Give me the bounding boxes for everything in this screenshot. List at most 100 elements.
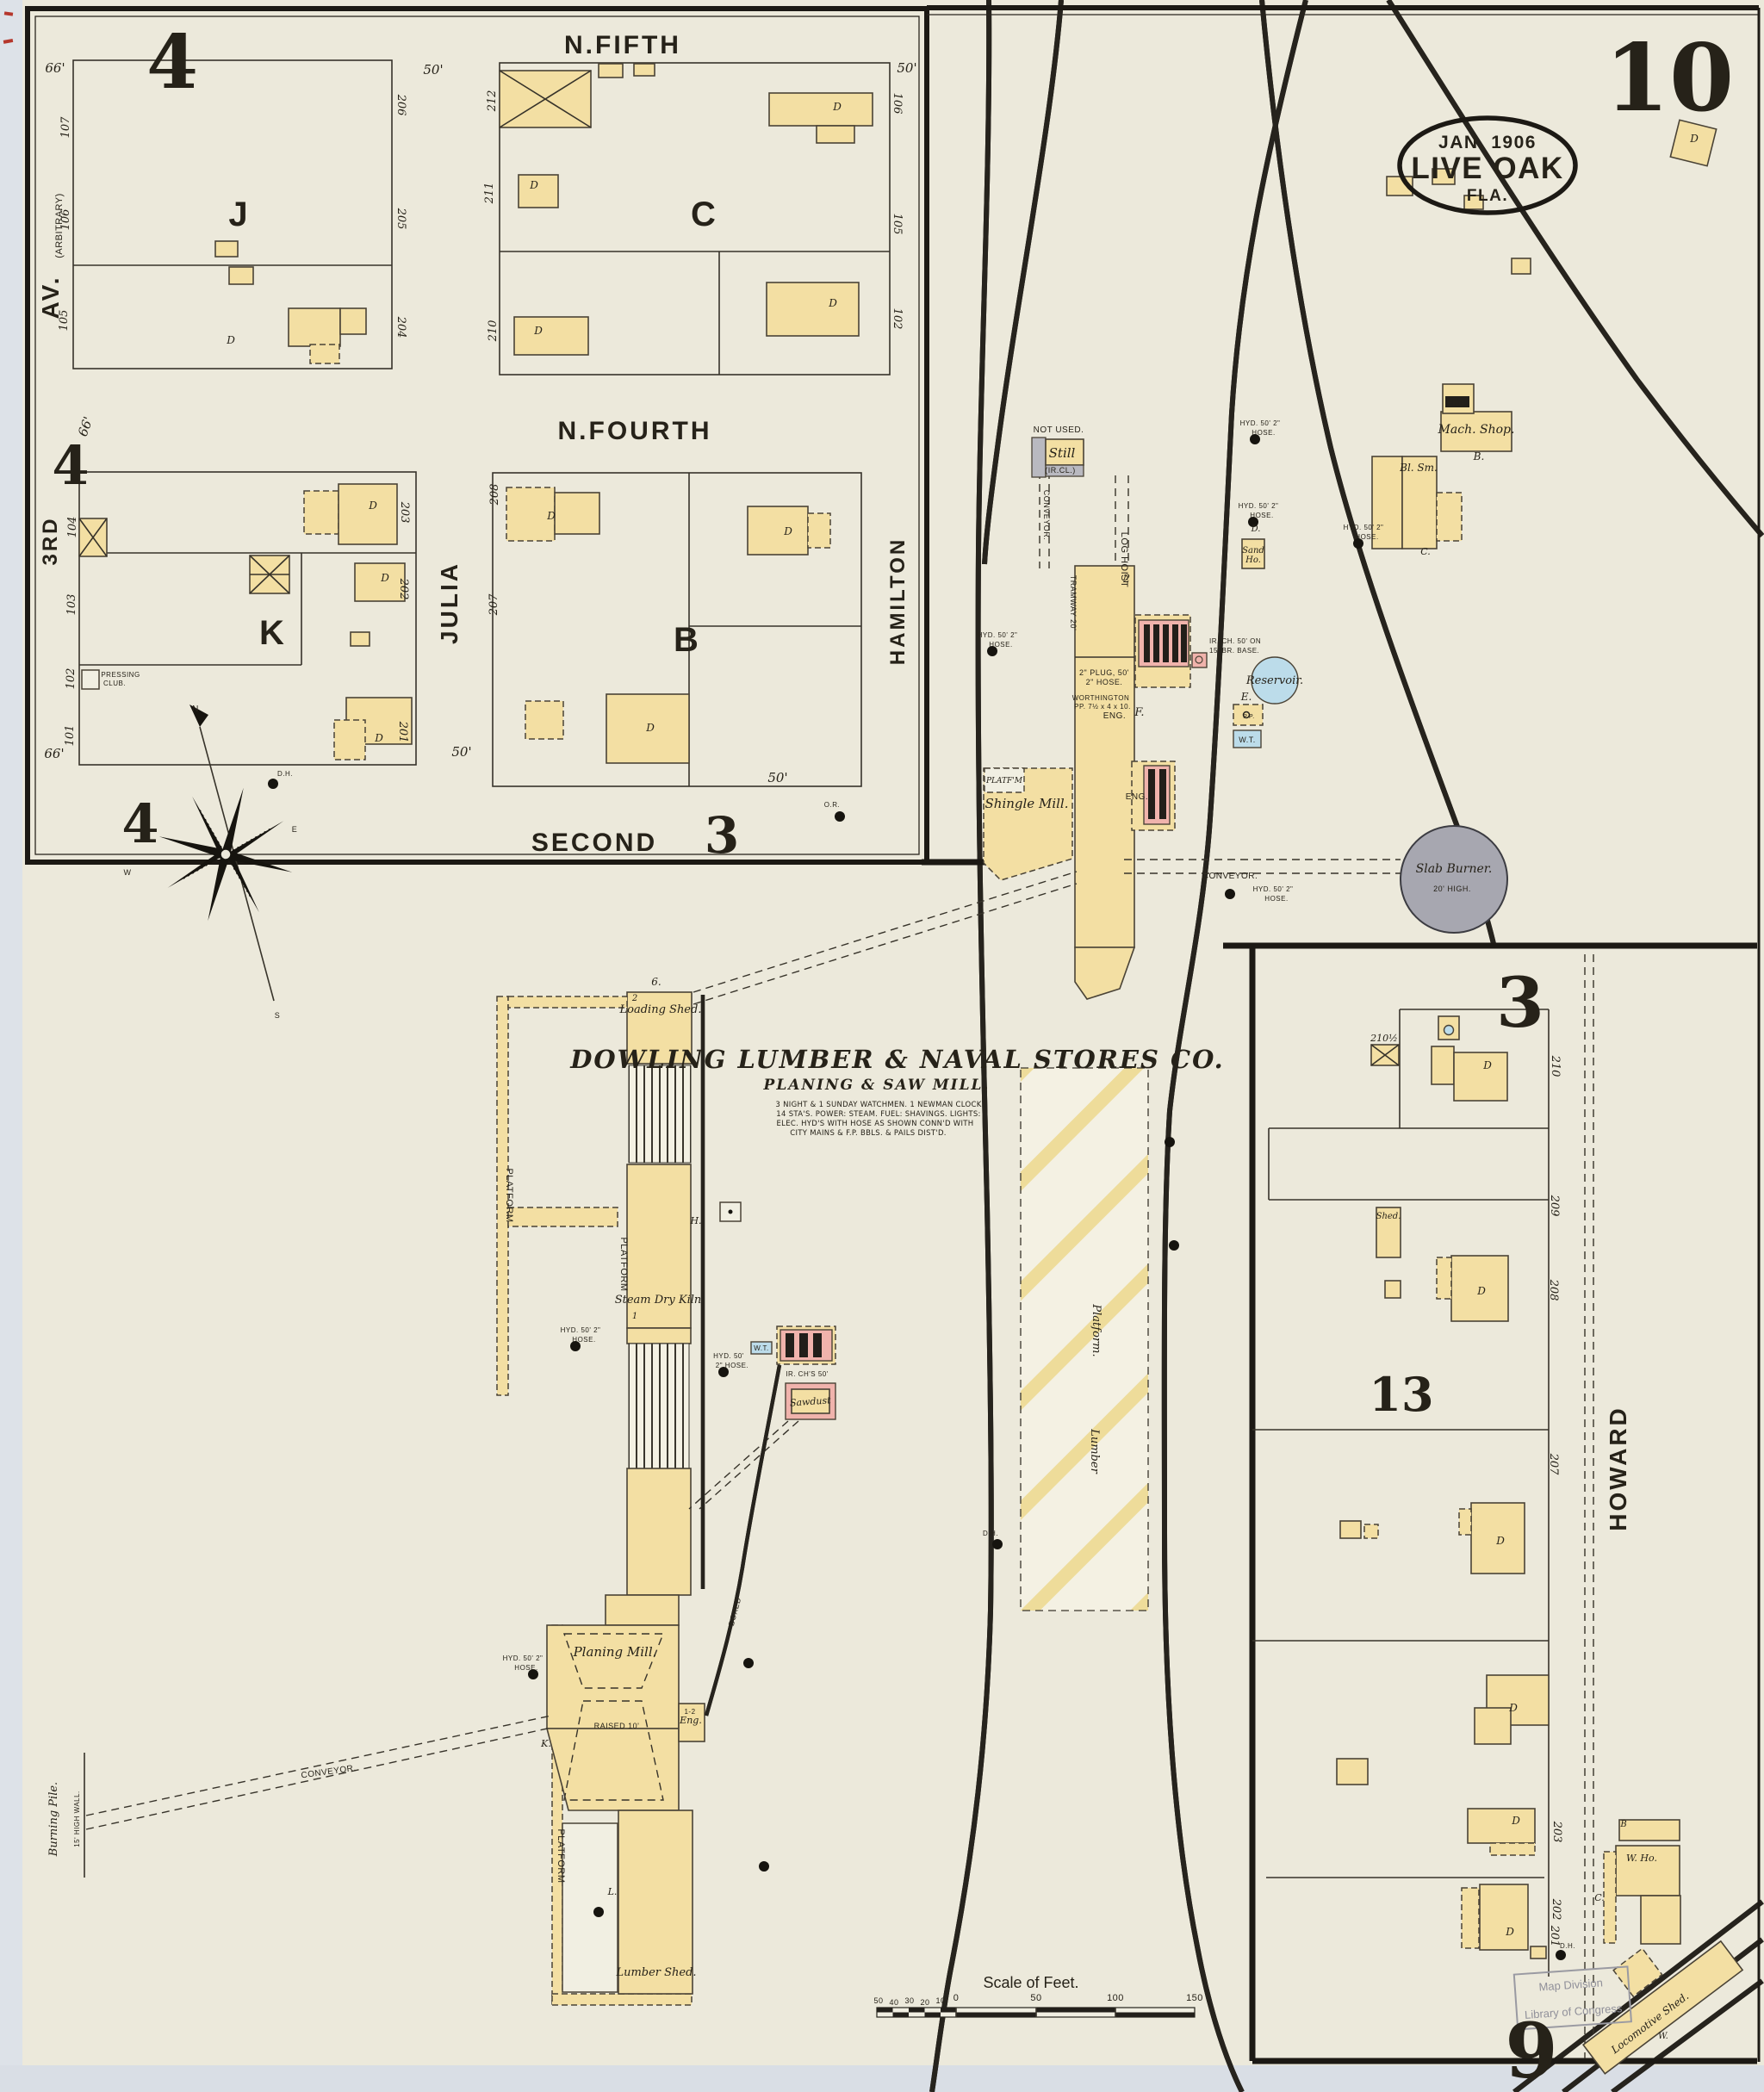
map-label: 201 — [1548, 1925, 1561, 1947]
map-label: HOSE. — [1252, 429, 1275, 437]
map-label: 207 — [1547, 1453, 1560, 1476]
dowling-mill-complex — [693, 437, 1508, 1005]
loading-shed-building — [626, 991, 693, 1065]
compass-e: E — [292, 825, 298, 834]
conveyor: CONVEYOR. — [1202, 872, 1258, 881]
map-label: 212 — [486, 90, 499, 113]
warehouse — [1615, 1845, 1680, 1896]
page-bottom-edge — [0, 2065, 1764, 2092]
oval-city: LIVE OAK — [1411, 152, 1563, 185]
water-tank: W.T. — [754, 1344, 769, 1352]
oval-date: JAN. 1906 — [1438, 133, 1537, 152]
map-label: 102 — [891, 308, 904, 330]
map-label: D — [832, 101, 842, 113]
still: Still — [1049, 445, 1076, 461]
conveyor: CONVEYOR. — [1042, 490, 1051, 541]
hydrant-symbols — [268, 434, 1566, 1960]
map-label: 0 — [953, 1993, 960, 2003]
map-label: 202 — [1550, 1898, 1562, 1921]
lumber-yard — [496, 991, 1149, 1611]
street-second: SECOND — [531, 829, 657, 857]
street-av-note: (ARBITRARY) — [54, 193, 65, 258]
map-label: 2" PLUG, 50' — [1079, 668, 1129, 677]
map-label: 103 — [65, 594, 78, 616]
map-label: 207 — [488, 593, 500, 617]
street-howard: HOWARD — [1605, 1406, 1631, 1531]
map-label: 106 — [59, 209, 72, 231]
map-label: D — [828, 297, 837, 309]
map-label: 204 — [394, 316, 407, 338]
map-label: HOSE. — [514, 1664, 537, 1672]
map-label: H. — [689, 1215, 701, 1226]
map-label: K. — [540, 1738, 551, 1749]
map-label: 15' HIGH WALL. — [73, 1791, 81, 1847]
block-number-3: 3 — [705, 806, 739, 865]
map-label: 50' — [767, 770, 787, 785]
map-label: D.H. — [277, 770, 293, 778]
map-label: 3 NIGHT & 1 SUNDAY WATCHMEN. 1 NEWMAN CL… — [775, 1101, 981, 1109]
compass-w: W — [124, 868, 132, 877]
block-number-13: 13 — [1369, 1367, 1433, 1422]
hydrant-dot — [593, 1907, 604, 1917]
sawdust-bin: Sawdust — [790, 1394, 832, 1408]
block-letter-b: B — [674, 621, 701, 659]
map-label: 209 — [1548, 1195, 1561, 1217]
map-label: (IR.CL.) — [1045, 466, 1076, 475]
hydrant-dot — [1250, 434, 1260, 444]
lumber-shed: Lumber Shed. — [615, 1966, 696, 1979]
company-title: DOWLING LUMBER & NAVAL STORES CO. — [569, 1045, 1225, 1074]
hydrant-dot — [987, 646, 997, 656]
map-label: 203 — [398, 501, 411, 524]
map-label: P.P. — [1243, 714, 1254, 720]
page-left-edge — [0, 0, 22, 2092]
sheet-number: 10 — [1605, 24, 1734, 133]
map-label: 211 — [483, 183, 496, 205]
map-label: C. — [1420, 546, 1431, 557]
map-label: E. — [1240, 691, 1252, 703]
reservoir: Reservoir. — [1245, 674, 1303, 687]
map-label: D — [380, 572, 389, 584]
compass-rose — [158, 705, 293, 1002]
map-label: 6. — [651, 976, 661, 988]
hydrant-dot — [1169, 1240, 1179, 1251]
reservoir-circle — [1251, 656, 1299, 705]
map-label: ENG. — [1448, 400, 1467, 407]
log-hoist: LOG HOIST — [1119, 532, 1129, 587]
map-label: D.H. — [1560, 1942, 1575, 1950]
map-label: 2" HOSE. — [716, 1362, 748, 1369]
machine-shop: Mach. Shop. — [1438, 423, 1515, 437]
block-number-4: 4 — [52, 434, 89, 497]
section-frames — [25, 5, 1761, 2064]
map-label: Ho. — [1245, 556, 1261, 565]
map-label: 50 — [1030, 1993, 1041, 2003]
platform-band — [496, 996, 509, 1396]
library-stamp-box — [1512, 1965, 1632, 2031]
scale-bar — [876, 2007, 1196, 2018]
map-label: W. — [1658, 2032, 1668, 2041]
map-label: D — [226, 334, 235, 346]
map-label: W. Ho. — [1626, 1853, 1657, 1864]
loading-shed: Loading Shed. — [619, 1003, 702, 1016]
street-av: AV. — [37, 275, 64, 319]
date-oval — [1397, 115, 1578, 215]
map-label: D — [1495, 1535, 1505, 1547]
map-label: 50' — [423, 62, 443, 78]
map-label: CLUB. — [103, 680, 126, 687]
stamps — [1397, 115, 1632, 2031]
pressing-club: PRESSING — [101, 671, 140, 679]
hydrant-dot — [528, 1669, 538, 1679]
map-label: 210 — [487, 320, 500, 343]
iron-chimney — [1191, 652, 1208, 668]
block-letter-c: C — [691, 196, 718, 233]
map-label: 20' HIGH. — [1433, 885, 1471, 893]
hydrant-dot — [743, 1658, 754, 1668]
steam-dry-kiln-building — [626, 1164, 692, 1329]
lumber-shed-building — [618, 1810, 693, 1995]
shingle-mill-building — [983, 767, 1073, 881]
planing-mill: Planing Mill. — [573, 1644, 657, 1660]
map-label: 100 — [1107, 1993, 1124, 2003]
compass-n: N — [192, 705, 199, 714]
